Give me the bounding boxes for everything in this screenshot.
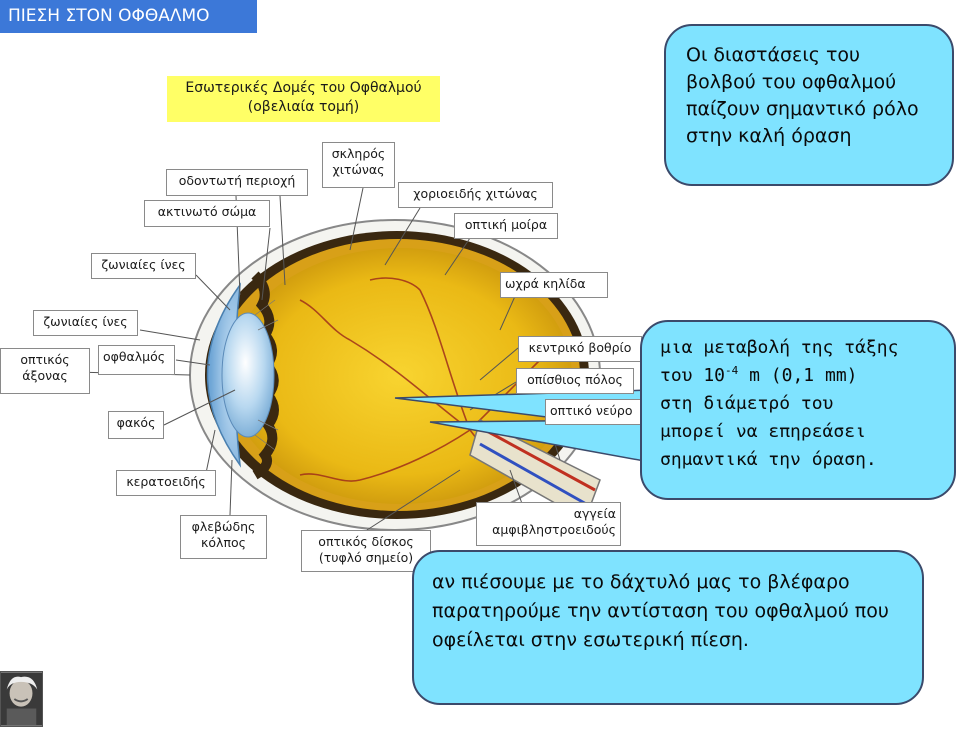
- label-xorioeidis: χοριοειδής χιτώνας: [398, 182, 553, 208]
- label-optiki-moira: οπτική μοίρα: [454, 213, 558, 239]
- label-optikos-diskos: οπτικός δίσκος (τυφλό σημείο): [301, 530, 431, 572]
- label-fleboodis: φλεβώδης κόλπος: [180, 515, 267, 559]
- diagram-heading: Εσωτερικές Δομές του Οφθαλμού (οβελιαία …: [167, 76, 440, 122]
- label-angeia: αγγεία αμφιβληστροειδούς: [476, 502, 621, 546]
- label-zoniaies-1: ζωνιαίες ίνες: [91, 253, 196, 279]
- callout-variation: μια μεταβολή της τάξης του 10-4 m (0,1 m…: [640, 320, 956, 500]
- label-fakos: φακός: [108, 411, 164, 439]
- label-skliros: σκληρός χιτώνας: [322, 142, 395, 188]
- callout-dimensions: Οι διαστάσεις του βολβού του οφθαλμού πα…: [664, 24, 954, 186]
- avatar: [0, 671, 43, 727]
- label-zoniaies-2: ζωνιαίες ίνες: [33, 310, 138, 336]
- label-opisthios: οπίσθιος πόλος: [516, 368, 634, 394]
- label-optiko-neyro: οπτικό νεύρο: [545, 399, 643, 425]
- callout-eyelid-pressure: αν πιέσουμε με το δάχτυλό μας το βλέφαρο…: [412, 550, 924, 705]
- label-kentriko: κεντρικό βοθρίο: [518, 336, 642, 362]
- label-oxra: ωχρά κηλίδα: [500, 272, 608, 298]
- label-optikos-axonas: οπτικός άξονας: [0, 348, 90, 394]
- page-title: ΠΙΕΣΗ ΣΤΟΝ ΟΦΘΑΛΜΟ: [0, 0, 257, 33]
- label-ofthalmos: οφθαλμός: [98, 345, 175, 375]
- label-odontoti: οδοντωτή περιοχή: [166, 169, 308, 196]
- label-keratoeidis: κερατοειδής: [116, 470, 216, 496]
- label-aktinoto: ακτινωτό σώμα: [144, 200, 270, 227]
